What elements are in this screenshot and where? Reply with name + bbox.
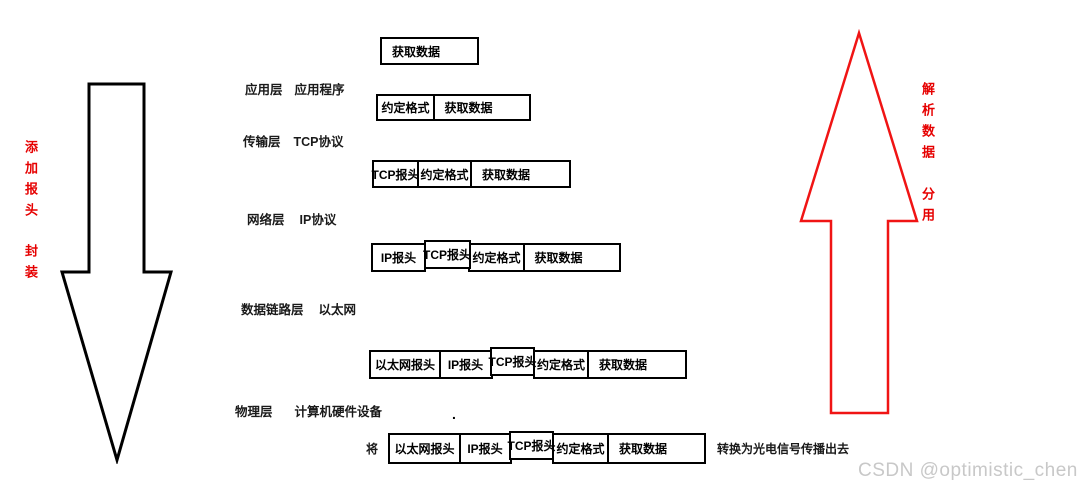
layer-label-transport: 传输层 TCP协议 bbox=[243, 131, 344, 150]
packet-cell-data: 获取数据 bbox=[432, 94, 531, 121]
parse-data-label: 解析数据 bbox=[920, 82, 935, 166]
layer-detail: IP协议 bbox=[299, 213, 337, 227]
layer-detail: 应用程序 bbox=[294, 83, 345, 97]
layer-label-physical: 物理层 计算机硬件设备 bbox=[235, 401, 382, 420]
packet-cell-data: 获取数据 bbox=[607, 433, 707, 464]
layer-name: 应用层 bbox=[245, 83, 283, 97]
stray-dot: . bbox=[452, 406, 456, 422]
packet-cell-format: 约定格式 bbox=[468, 243, 525, 272]
packet-cell-format: 约定格式 bbox=[532, 350, 590, 379]
packet-row-ip: IP报头 TCP报头 约定格式 获取数据 bbox=[371, 240, 621, 272]
packet-cell-data: 获取数据 bbox=[380, 37, 479, 65]
packet-cell-tcp-header: TCP报头 bbox=[423, 240, 471, 269]
packet-row-tcp: TCP报头 约定格式 获取数据 bbox=[372, 160, 571, 188]
layer-detail: 以太网 bbox=[318, 303, 357, 317]
packet-row-application: 获取数据 bbox=[380, 37, 479, 65]
layer-name: 物理层 bbox=[235, 405, 273, 419]
encapsulation-label-add-header: 添加报头 bbox=[23, 140, 38, 224]
packet-cell-format: 约定格式 bbox=[416, 160, 473, 188]
packet-cell-format: 约定格式 bbox=[551, 433, 610, 464]
layer-name: 传输层 bbox=[243, 135, 281, 149]
demux-label: 分用 bbox=[920, 187, 935, 229]
packet-cell-tcp-header: TCP报头 bbox=[489, 347, 537, 376]
packet-cell-tcp-header: TCP报头 bbox=[372, 160, 420, 188]
watermark-text: CSDN @optimistic_chen bbox=[858, 460, 1078, 481]
packet-cell-format: 约定格式 bbox=[376, 94, 435, 121]
packet-cell-ip-header: IP报头 bbox=[458, 433, 512, 464]
packet-cell-ip-header: IP报头 bbox=[371, 243, 426, 272]
physical-prefix-text: 将 bbox=[366, 442, 379, 456]
packet-cell-data: 获取数据 bbox=[470, 160, 571, 188]
down-arrow-icon bbox=[59, 82, 173, 464]
packet-cell-data: 获取数据 bbox=[522, 243, 621, 272]
layer-detail: TCP协议 bbox=[293, 135, 344, 149]
packet-row-formatted: 约定格式 获取数据 bbox=[376, 94, 531, 121]
layer-label-datalink: 数据链路层以太网 bbox=[241, 299, 356, 318]
encapsulation-label-package: 封装 bbox=[23, 244, 38, 286]
packet-cell-eth-header: 以太网报头 bbox=[369, 350, 441, 379]
up-arrow-icon bbox=[799, 29, 919, 415]
layer-label-network: 网络层 IP协议 bbox=[247, 209, 336, 228]
layer-label-application: 应用层应用程序 bbox=[245, 79, 345, 98]
physical-suffix-text: 转换为光电信号传播出去 bbox=[717, 442, 850, 456]
packet-cell-eth-header: 以太网报头 bbox=[388, 433, 462, 464]
layer-name: 网络层 bbox=[247, 213, 285, 227]
layer-detail: 计算机硬件设备 bbox=[294, 405, 383, 419]
packet-row-ethernet: 以太网报头 IP报头 TCP报头 约定格式 获取数据 bbox=[369, 347, 687, 379]
packet-row-physical: 将 以太网报头 IP报头 TCP报头 约定格式 获取数据 转换为光电信号传播出去 bbox=[366, 431, 850, 464]
packet-cell-data: 获取数据 bbox=[587, 350, 687, 379]
packet-cell-ip-header: IP报头 bbox=[438, 350, 493, 379]
packet-cell-tcp-header: TCP报头 bbox=[508, 431, 556, 460]
layer-name: 数据链路层 bbox=[241, 303, 304, 317]
